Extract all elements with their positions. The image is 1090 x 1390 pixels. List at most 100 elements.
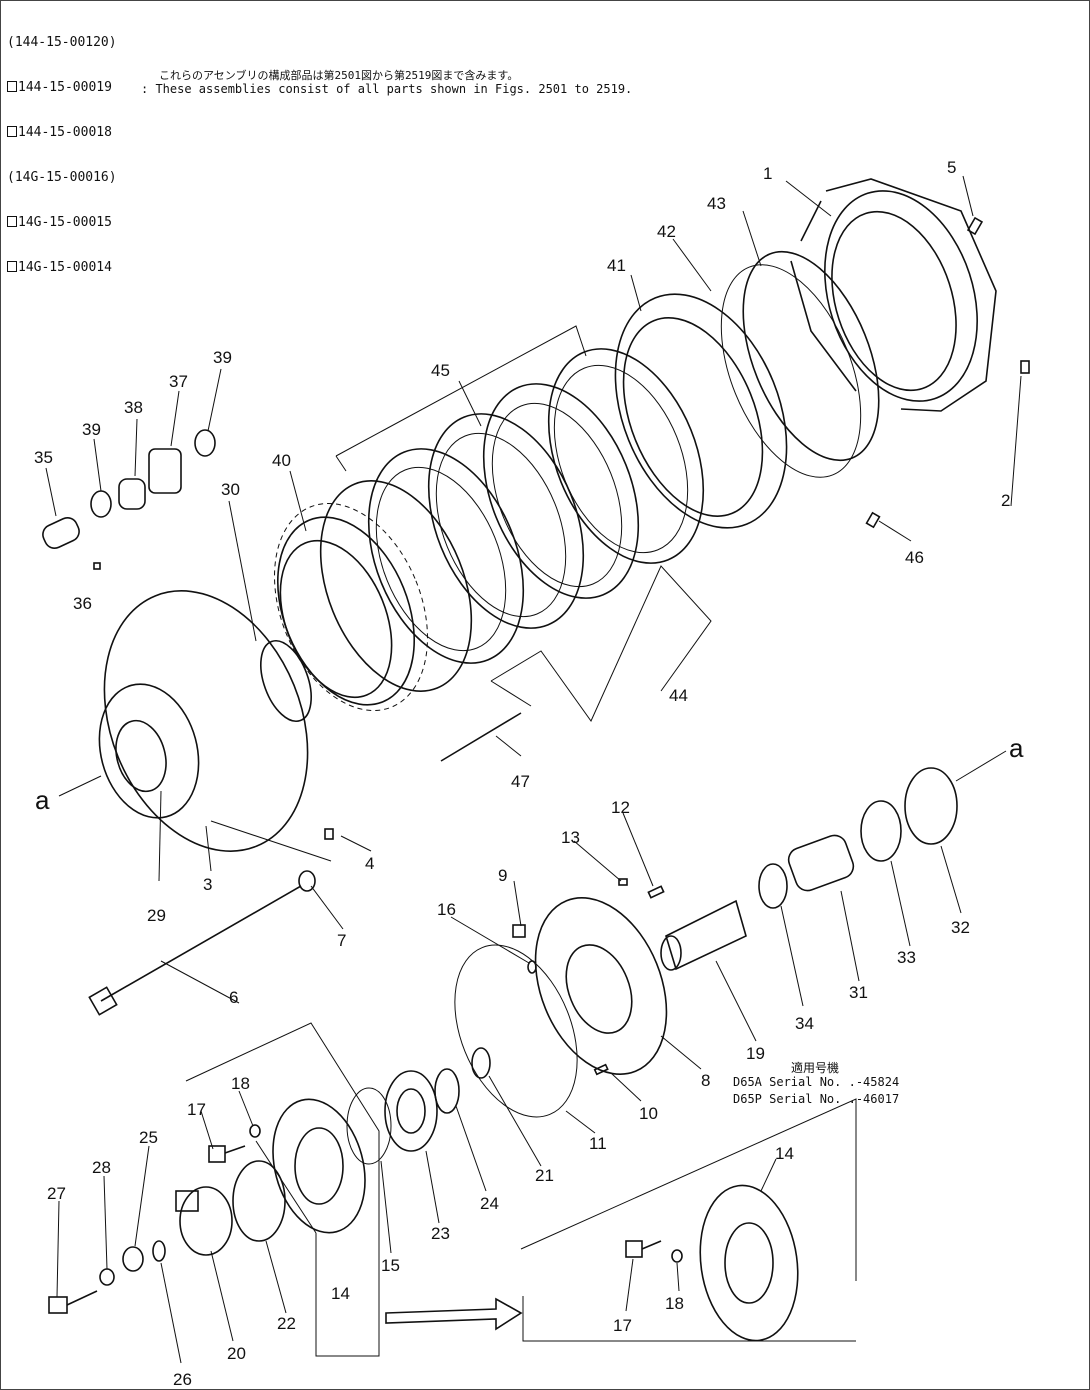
callout-label: 23 (431, 1224, 450, 1243)
callout-label: 46 (905, 548, 924, 567)
bearing-part (384, 1070, 438, 1152)
callout-label: 38 (124, 398, 143, 417)
callout-label: 26 (173, 1370, 192, 1389)
callout-label: 6 (229, 988, 238, 1007)
callout-label: 3 (203, 875, 212, 894)
bolt-part (100, 885, 302, 1002)
callout-label: 17 (613, 1316, 632, 1335)
callout-label: 14 (775, 1144, 794, 1163)
assembly-code-line: 14G-15-00014 (7, 260, 117, 275)
callout-label: 33 (897, 948, 916, 967)
assembly-code-line: 14G-15-00015 (7, 215, 117, 230)
clutch-disc-pack (319, 348, 705, 692)
callout-label: 9 (498, 866, 507, 885)
callout-label: 45 (431, 361, 450, 380)
serial-note-line1: D65A Serial No. .-45824 (733, 1075, 900, 1089)
snap-ring-part (860, 800, 902, 862)
pinion-gear-part (148, 448, 182, 494)
note-english: : These assemblies consist of all parts … (141, 82, 633, 96)
carrier-plate-part (103, 590, 309, 852)
bolt-head (88, 986, 118, 1016)
plug-part (865, 511, 881, 529)
callout-label: 39 (82, 420, 101, 439)
callout-label: 4 (365, 854, 374, 873)
reference-letter-a: a (35, 785, 50, 815)
callout-label: 28 (92, 1158, 111, 1177)
dowel-pin-part (440, 712, 522, 762)
callout-label: 12 (611, 798, 630, 817)
callout-label: 14 (331, 1284, 350, 1303)
gear-part (904, 767, 958, 845)
bolt-part (208, 1145, 246, 1163)
callout-label: 44 (669, 686, 688, 705)
callout-label: 47 (511, 772, 530, 791)
callout-label: 5 (947, 158, 956, 177)
callout-label: 15 (381, 1256, 400, 1275)
callout-label: 30 (221, 480, 240, 499)
callout-label: 37 (169, 372, 188, 391)
piston-part (614, 293, 788, 529)
assembly-code-line: (144-15-00120) (7, 35, 117, 50)
callout-label: 27 (47, 1184, 66, 1203)
variant-inset (185, 1022, 857, 1357)
cover-plate-part (534, 896, 668, 1076)
snap-ring-part (758, 863, 788, 909)
plug-part (324, 828, 334, 840)
snap-ring-part (434, 1068, 460, 1114)
callout-label: 36 (73, 594, 92, 613)
arrow-icon (385, 1297, 523, 1331)
callout-label: 7 (337, 931, 346, 950)
assembly-code-line: 144-15-00018 (7, 125, 117, 140)
callout-label: 43 (707, 194, 726, 213)
callout-label: 35 (34, 448, 53, 467)
callout-label: 16 (437, 900, 456, 919)
callout-label: 13 (561, 828, 580, 847)
ring-gear-part (274, 502, 428, 712)
bolt-part (48, 1290, 98, 1314)
callout-label: 1 (763, 164, 772, 183)
assembly-code-line: (14G-15-00016) (7, 170, 117, 185)
callout-label: 31 (849, 983, 868, 1002)
callout-label: 24 (480, 1194, 499, 1213)
callout-label: 10 (639, 1104, 658, 1123)
callout-label: 8 (701, 1071, 710, 1090)
assembly-code-line: 144-15-00019 (7, 80, 117, 95)
callout-label: 19 (746, 1044, 765, 1063)
coupling-part (175, 1186, 233, 1256)
oil-seal-part (232, 1160, 286, 1242)
callout-label: 18 (231, 1074, 250, 1093)
callout-label: 21 (535, 1166, 554, 1185)
snap-ring-part (260, 640, 312, 722)
callout-label: 20 (227, 1344, 246, 1363)
seal-ring-part (720, 264, 862, 478)
callout-label: 22 (277, 1314, 296, 1333)
washer-part (671, 1249, 683, 1263)
pin-part (966, 216, 984, 236)
note-japanese: これらのアセンブリの構成部品は第2501図から第2519図まで含みます。 (159, 69, 519, 82)
callout-label: 40 (272, 451, 291, 470)
pin-part (593, 1063, 609, 1076)
callout-label: 2 (1001, 491, 1010, 510)
serial-note-title: 適用号機 (791, 1061, 840, 1075)
callout-label: 32 (951, 918, 970, 937)
bearing-cage-part (272, 1098, 366, 1234)
callout-label: 42 (657, 222, 676, 241)
thrust-washer-part (194, 429, 216, 457)
housing-part (790, 178, 997, 412)
callout-label: 41 (607, 256, 626, 275)
seal-ring-part (742, 250, 880, 462)
callout-label: 17 (187, 1100, 206, 1119)
spline-sleeve-part (787, 834, 855, 892)
o-ring-part (527, 960, 537, 974)
plug-part (1020, 360, 1030, 374)
bearing-cage-part (699, 1184, 799, 1342)
assembly-code-list: (144-15-00120) 144-15-00019 144-15-00018… (7, 5, 117, 305)
washer-part (298, 870, 316, 892)
o-ring-part (152, 1240, 166, 1262)
plug-part (512, 924, 526, 938)
o-ring-part (346, 1087, 392, 1165)
reference-letter-a: a (1009, 733, 1024, 763)
